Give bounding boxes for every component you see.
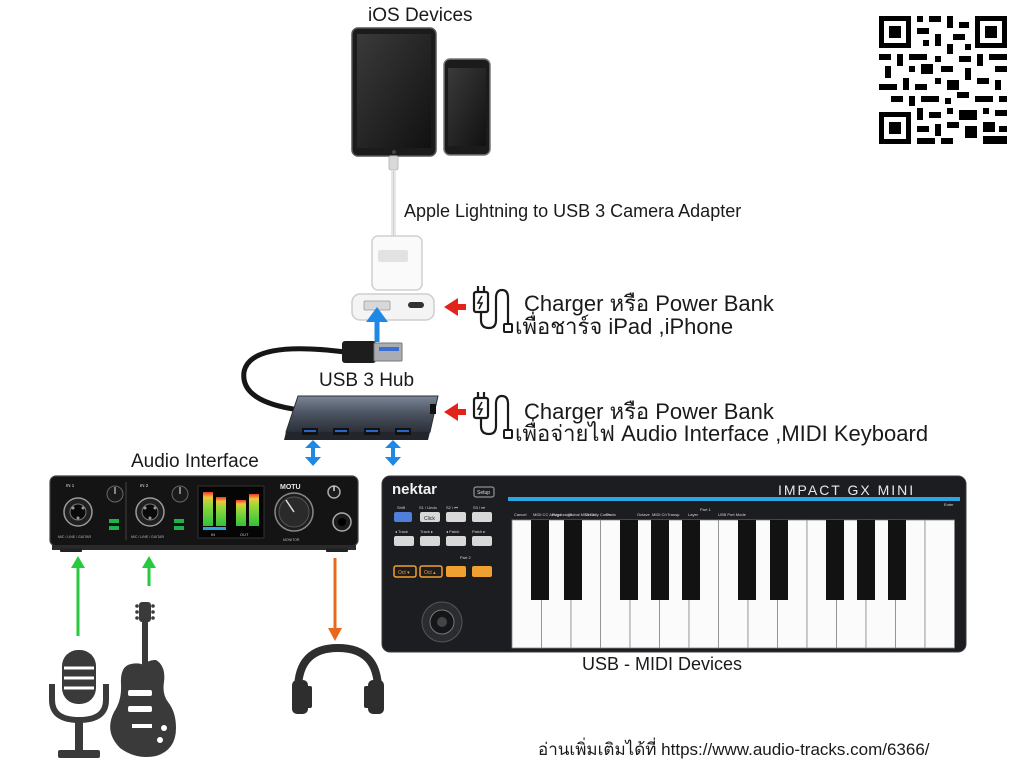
headphones-icon	[292, 643, 384, 714]
nektar-s1-undo: S1 / Undo	[419, 505, 438, 510]
motu-in1-label: IN 1	[66, 483, 75, 488]
nektar-func-label: Panic	[606, 512, 616, 517]
nektar-func-label: Velocity Curve	[585, 512, 611, 517]
arrow-hub-audio-interface	[305, 440, 321, 466]
nektar-func-label: USB Port Mode	[718, 512, 747, 517]
charger-hub-line2: เพื่อจ่ายไฟ Audio Interface ,MIDI Keyboa…	[515, 421, 929, 446]
iphone-icon	[443, 58, 491, 156]
usb-a-plug	[241, 341, 403, 413]
nektar-patch-plus: Patch ▸	[472, 529, 485, 534]
nektar-func-label: Cancel	[514, 512, 527, 517]
usb-hub-label: USB 3 Hub	[319, 370, 415, 391]
nektar-patch-minus: ◂ Patch	[446, 529, 459, 534]
nektar-oct-minus: Oct ▾	[398, 570, 410, 576]
nektar-func-label: Layer	[688, 512, 699, 517]
nektar-func-label: MIDI CC Assign	[533, 512, 561, 517]
nektar-model: IMPACT GX MINI	[778, 482, 915, 498]
nektar-part2: Part 2	[460, 555, 471, 560]
black-keys	[531, 520, 906, 600]
motu-brand: MOTU	[280, 484, 301, 491]
qr-code-icon	[879, 16, 1007, 144]
motu-in2-label: IN 2	[140, 483, 149, 488]
arrow-charger-to-adapter	[444, 298, 466, 316]
charger-hub-line1: Charger หรือ Power Bank	[524, 399, 774, 424]
charger-top-line2: เพื่อชาร์จ iPad ,iPhone	[515, 314, 734, 339]
nektar-brand: nektar	[392, 481, 437, 498]
motu-in2-caption: MIC / LINE / GUITAR	[131, 535, 164, 539]
plug-icon	[472, 286, 513, 333]
microphone-icon	[49, 650, 109, 758]
arrow-hub-midi-keyboard	[385, 440, 401, 466]
nektar-track-plus: Track ▸	[420, 529, 433, 534]
nektar-click: Click	[424, 516, 435, 522]
nektar-func-label: Global MIDI Ch	[568, 512, 595, 517]
nektar-setup-label: Setup	[477, 490, 490, 496]
plug-icon	[472, 392, 513, 439]
ipad-icon	[351, 27, 437, 157]
camera-adapter	[351, 235, 435, 321]
midi-devices-label: USB - MIDI Devices	[582, 654, 743, 674]
audio-interface-device	[49, 475, 359, 552]
nektar-oct-plus: Oct ▴	[424, 570, 436, 576]
audio-interface-label: Audio Interface	[131, 451, 259, 472]
motu-meter-out: OUT	[240, 532, 249, 537]
nektar-shift: Shift	[397, 505, 406, 510]
midi-keyboard	[381, 475, 967, 653]
arrow-interface-to-headphones	[328, 558, 342, 641]
nektar-s3: S3 / ⏭	[473, 505, 485, 510]
arrow-charger-to-hub	[444, 403, 466, 421]
adapter-label: Apple Lightning to USB 3 Camera Adapter	[404, 201, 742, 221]
ios-devices-label: iOS Devices	[368, 5, 473, 26]
motu-in1-caption: MIC / LINE / GUITAR	[58, 535, 91, 539]
arrow-mic-to-interface	[71, 556, 85, 636]
lightning-cable	[388, 155, 399, 238]
nektar-func-label: Transp.	[667, 512, 680, 517]
guitar-icon	[110, 602, 176, 757]
arrow-guitar-to-interface	[142, 556, 156, 586]
nektar-s2: S2 / ⏮	[446, 505, 458, 510]
charger-top-line1: Charger หรือ Power Bank	[524, 291, 774, 316]
nektar-enter: Enter	[944, 502, 954, 507]
nektar-track-minus: ◂ Track	[395, 529, 408, 534]
motu-monitor-label: MONITOR	[283, 538, 300, 542]
nektar-func-label: MIDI Ch	[652, 512, 667, 517]
usb-hub	[284, 395, 439, 440]
nektar-func-label: Pvg Assign	[552, 512, 572, 517]
arrow-up-to-adapter	[366, 307, 388, 342]
nektar-func-label: Octave	[637, 512, 650, 517]
nektar-part1: Part 1	[700, 507, 711, 512]
read-more-label: อ่านเพิ่มเติมได้ที่ https://www.audio-tr…	[538, 740, 930, 759]
motu-meter-in: IN	[211, 532, 215, 537]
